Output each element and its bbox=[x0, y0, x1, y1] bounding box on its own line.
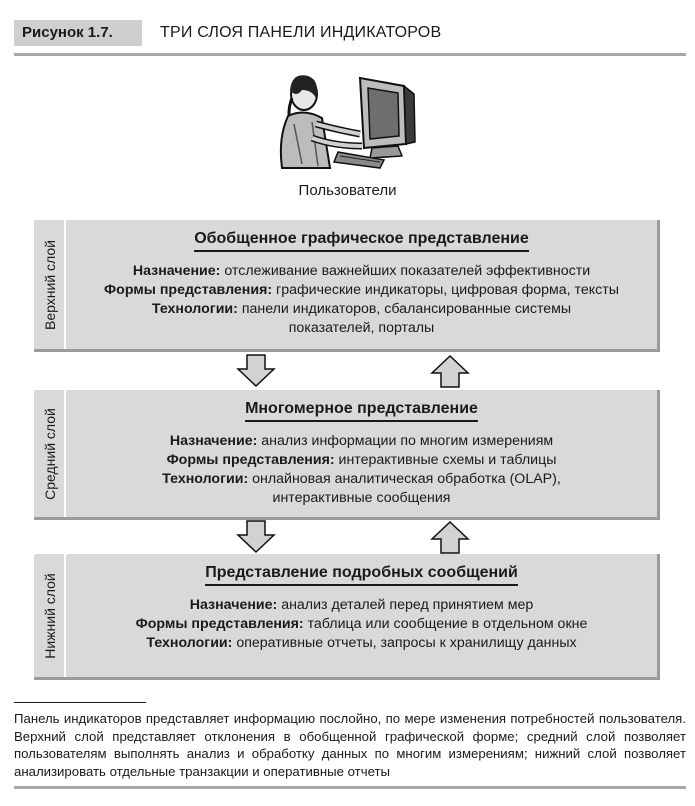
top-layer-panel: Верхний слой Обобщенное графическое пред… bbox=[34, 220, 660, 352]
down-arrow-icon bbox=[236, 520, 276, 554]
layer-tab-middle: Средний слой bbox=[34, 390, 66, 517]
panel-title-top: Обобщенное графическое представление bbox=[194, 230, 529, 252]
panel-row: Технологии: оперативные отчеты, запросы … bbox=[146, 635, 577, 651]
users-label: Пользователи bbox=[298, 182, 397, 199]
panel-row: Назначение: анализ деталей перед приняти… bbox=[189, 597, 534, 613]
panel-row: интерактивные сообщения bbox=[272, 490, 451, 506]
figure-header: Рисунок 1.7. ТРИ СЛОЯ ПАНЕЛИ ИНДИКАТОРОВ bbox=[14, 14, 686, 56]
layer-label-bottom: Нижний слой bbox=[42, 572, 58, 659]
panel-title-middle: Многомерное представление bbox=[245, 400, 478, 422]
panel-title-bottom: Представление подробных сообщений bbox=[205, 564, 518, 586]
layer-tab-top: Верхний слой bbox=[34, 220, 66, 349]
panel-row: Формы представления: графические индикат… bbox=[104, 282, 619, 298]
up-arrow-icon bbox=[430, 354, 470, 388]
panel-row: Технологии: панели индикаторов, сбаланси… bbox=[151, 301, 572, 317]
panel-row: Технологии: онлайновая аналитическая обр… bbox=[162, 471, 561, 487]
panel-row: Формы представления: интерактивные схемы… bbox=[166, 452, 557, 468]
caption-rule bbox=[14, 702, 146, 703]
figure-title: ТРИ СЛОЯ ПАНЕЛИ ИНДИКАТОРОВ bbox=[160, 24, 442, 41]
panel-row: Назначение: анализ информации по многим … bbox=[169, 433, 554, 449]
layer-label-top: Верхний слой bbox=[42, 239, 58, 330]
bottom-rule bbox=[14, 786, 686, 789]
user-at-computer-icon bbox=[279, 75, 416, 169]
panel-row: Формы представления: таблица или сообщен… bbox=[135, 616, 588, 632]
header-rule bbox=[14, 53, 686, 56]
figure-label: Рисунок 1.7. bbox=[14, 20, 142, 46]
bottom-layer-panel: Нижний слой Представление подробных сооб… bbox=[34, 554, 660, 680]
middle-layer-panel: Средний слой Многомерное представление Н… bbox=[34, 390, 660, 520]
panel-row: Назначение: отслеживание важнейших показ… bbox=[132, 263, 591, 279]
layer-label-middle: Средний слой bbox=[42, 407, 58, 500]
up-arrow-icon bbox=[430, 520, 470, 554]
panel-row: показателей, порталы bbox=[288, 320, 435, 336]
figure-caption: Панель индикаторов представляет информац… bbox=[14, 711, 686, 779]
down-arrow-icon bbox=[236, 354, 276, 388]
layer-tab-bottom: Нижний слой bbox=[34, 554, 66, 677]
